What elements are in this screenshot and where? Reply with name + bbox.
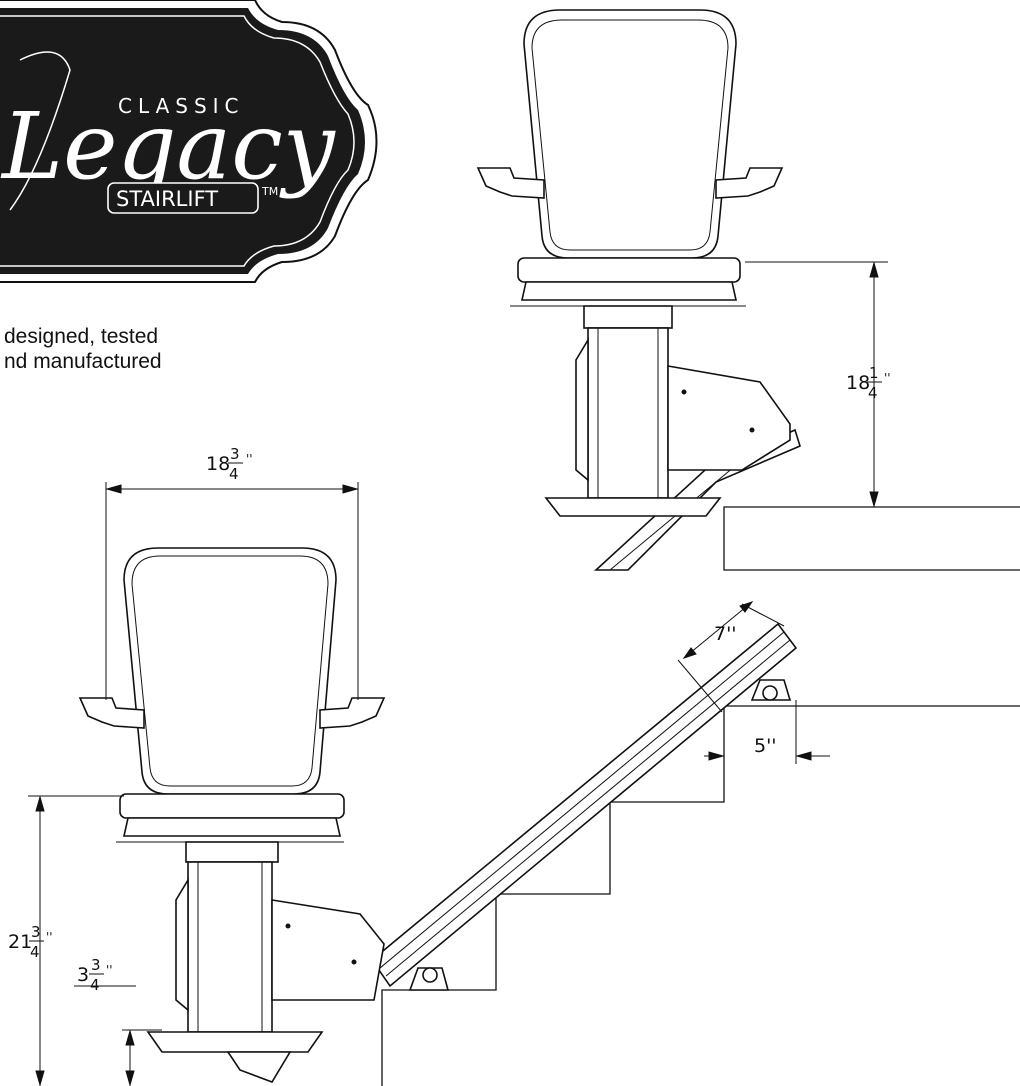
column bbox=[587, 327, 669, 499]
total-height-dimension: 21 3 4 '' bbox=[8, 795, 124, 1086]
rail-width-label: 7'' bbox=[714, 623, 737, 645]
logo-stairlift-text: STAIRLIFT bbox=[116, 187, 218, 211]
seat-width-dimension: 18 3 4 '' bbox=[105, 445, 359, 700]
seat-height-numerator: 1 bbox=[869, 364, 879, 382]
seat-width-denominator: 4 bbox=[229, 465, 239, 483]
column bbox=[187, 861, 273, 1033]
right-armrest bbox=[319, 697, 386, 729]
tagline-line-1: designed, tested bbox=[4, 325, 158, 348]
tagline-line-2: nd manufactured bbox=[4, 350, 162, 373]
carriage bbox=[271, 899, 385, 1001]
seat bbox=[517, 257, 741, 283]
logo-legacy-script: Legacy bbox=[0, 93, 336, 200]
seat-height-unit: '' bbox=[884, 371, 891, 385]
tagline: designed, tested nd manufactured bbox=[4, 325, 162, 373]
rail-offset-label: 5'' bbox=[754, 735, 777, 757]
footrest bbox=[146, 1031, 324, 1053]
brand-logo: CLASSIC Legacy STAIRLIFT TM bbox=[0, 0, 378, 283]
rail-bracket-upper bbox=[750, 679, 792, 701]
total-height-denominator: 4 bbox=[30, 943, 40, 961]
seat-height-denominator: 4 bbox=[868, 384, 878, 402]
seat-height-dimension: 18 1 4 '' bbox=[745, 261, 891, 508]
footrest bbox=[544, 497, 722, 517]
stairlift-on-stairs bbox=[78, 547, 1020, 1086]
footrest-height-unit: '' bbox=[106, 963, 113, 977]
left-armrest bbox=[476, 167, 545, 199]
total-height-unit: '' bbox=[46, 930, 53, 944]
seat bbox=[119, 793, 345, 819]
total-height-whole: 21 bbox=[8, 931, 32, 953]
seat-width-whole: 18 bbox=[206, 453, 230, 475]
logo-stairlift-box bbox=[107, 182, 259, 214]
stair-step bbox=[723, 506, 1020, 571]
seat-width-unit: '' bbox=[246, 452, 253, 466]
rail bbox=[370, 622, 798, 988]
backrest bbox=[123, 547, 337, 795]
stairlift-front-view bbox=[476, 9, 1020, 571]
seat-height-whole: 18 bbox=[846, 372, 870, 394]
logo-tm-text: TM bbox=[261, 185, 278, 198]
footrest-height-numerator: 3 bbox=[91, 956, 101, 974]
logo-classic-text: CLASSIC bbox=[118, 94, 245, 118]
left-armrest bbox=[78, 697, 145, 729]
right-armrest bbox=[715, 167, 784, 199]
seat-width-numerator: 3 bbox=[230, 445, 240, 463]
footrest-height-denominator: 4 bbox=[90, 976, 100, 994]
carriage bbox=[667, 365, 791, 471]
footrest-height-whole: 3 bbox=[77, 964, 89, 986]
rail-width-dimension: 7'' bbox=[677, 601, 785, 713]
rail-offset-dimension: 5'' bbox=[704, 700, 830, 764]
total-height-numerator: 3 bbox=[31, 923, 41, 941]
backrest bbox=[523, 9, 737, 259]
rail-bracket-lower bbox=[408, 967, 450, 991]
footrest-height-dimension: 3 3 4 '' bbox=[74, 956, 162, 1086]
